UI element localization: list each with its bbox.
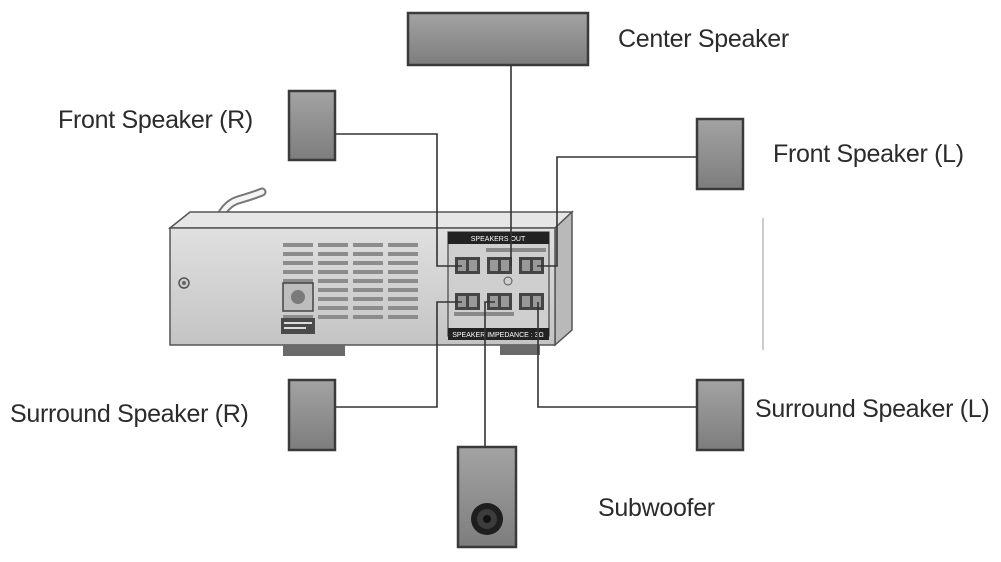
terminal-surround-l bbox=[519, 293, 544, 310]
label-front-speaker-r: Front Speaker (R) bbox=[58, 106, 253, 134]
front-speaker-r bbox=[287, 89, 337, 162]
label-front-speaker-l: Front Speaker (L) bbox=[773, 140, 964, 168]
label-plate bbox=[281, 318, 315, 334]
center-speaker bbox=[406, 11, 590, 67]
surround-speaker-l bbox=[695, 378, 745, 452]
wire-front-r bbox=[335, 133, 462, 267]
label-surround-speaker-r: Surround Speaker (R) bbox=[10, 400, 249, 428]
speaker-terminal-panel: SPEAKERS OUT SPEAKER IMPEDANCE : 3Ω bbox=[447, 231, 550, 340]
wire-subwoofer bbox=[484, 301, 495, 447]
subwoofer-speaker bbox=[456, 445, 518, 549]
receiver-foot-right bbox=[500, 345, 540, 355]
label-center-speaker: Center Speaker bbox=[618, 25, 789, 53]
wire-front-l bbox=[537, 156, 697, 267]
wire-surround-r bbox=[335, 301, 462, 408]
speaker-impedance-label: SPEAKER IMPEDANCE : 3Ω bbox=[452, 332, 544, 339]
receiver-foot-left bbox=[283, 345, 345, 356]
speakers-out-label: SPEAKERS OUT bbox=[471, 236, 526, 243]
label-surround-speaker-l: Surround Speaker (L) bbox=[755, 395, 990, 423]
terminal-center bbox=[487, 257, 512, 274]
receiver-unit: SPEAKERS OUT SPEAKER IMPEDANCE : 3Ω bbox=[167, 210, 574, 356]
wire-surround-l bbox=[537, 302, 697, 408]
surround-speaker-r bbox=[287, 378, 337, 452]
label-subwoofer: Subwoofer bbox=[598, 494, 715, 522]
speaker-wires bbox=[335, 66, 697, 447]
front-speaker-l bbox=[695, 117, 745, 191]
